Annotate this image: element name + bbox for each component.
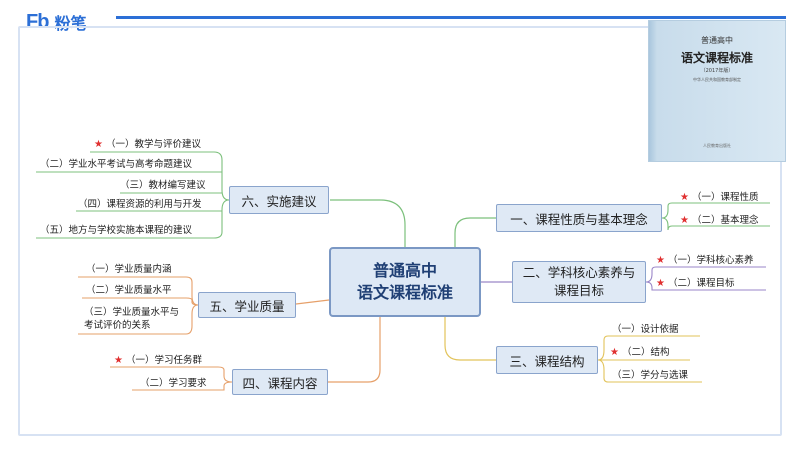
cover-title: 语文课程标准 xyxy=(680,51,753,65)
leaf-b1-1[interactable]: ★ （一）课程性质 xyxy=(680,192,759,204)
branch-node-5[interactable]: 五、学业质量 xyxy=(198,292,296,318)
connector-b1-leaves xyxy=(661,202,770,231)
leaf-b6-3[interactable]: （三）教材编写建议 xyxy=(120,180,206,192)
branch-4-label: 四、课程内容 xyxy=(242,375,318,391)
leaf-b2-1[interactable]: ★ （一）学科核心素养 xyxy=(656,255,754,267)
connector-center-b4 xyxy=(328,317,381,383)
leaf-b4-2[interactable]: （二）学习要求 xyxy=(140,378,207,390)
cover-edition: （2017年版） xyxy=(700,68,734,74)
branch-5-label: 五、学业质量 xyxy=(209,298,285,314)
connector-center-b6 xyxy=(330,199,406,247)
leaf-label: （一）教学与评价建议 xyxy=(106,139,202,150)
leaf-label: （二）学业水平考试与高考命题建议 xyxy=(40,159,193,170)
star-icon: ★ xyxy=(680,192,689,203)
leaf-label: （二）结构 xyxy=(622,347,670,358)
star-icon: ★ xyxy=(114,355,123,366)
leaf-label: （四）课程资源的利用与开发 xyxy=(78,199,202,210)
branch-node-3[interactable]: 三、课程结构 xyxy=(496,346,598,374)
cover-publisher: 人民教育出版社 xyxy=(703,143,731,148)
leaf-label: （一）学科核心素养 xyxy=(668,255,754,266)
root-line-2: 语文课程标准 xyxy=(356,283,453,302)
branch-node-2[interactable]: 二、学科核心素养与课程目标 xyxy=(512,261,646,303)
branch-6-label: 六、实施建议 xyxy=(241,193,317,209)
leaf-b3-3[interactable]: （三）学分与选课 xyxy=(612,370,688,382)
connector-b4-leaves xyxy=(110,366,233,391)
book-cover-image: 普通高中 语文课程标准 （2017年版） 中华人民共和国教育部制定 人民教育出版… xyxy=(648,20,786,162)
leaf-label: （二）课程目标 xyxy=(668,278,735,289)
branch-2-label: 二、学科核心素养与课程目标 xyxy=(522,265,636,298)
leaf-label: （三）教材编写建议 xyxy=(120,180,206,191)
leaf-b6-4[interactable]: （四）课程资源的利用与开发 xyxy=(78,199,202,211)
leaf-b5-3[interactable]: （三）学业质量水平与考试评价的关系 xyxy=(84,306,188,332)
leaf-label: （三）学业质量水平与考试评价的关系 xyxy=(84,307,180,331)
leaf-b4-1[interactable]: ★ （一）学习任务群 xyxy=(114,355,202,367)
cover-issuer: 中华人民共和国教育部制定 xyxy=(693,77,741,82)
leaf-b6-5[interactable]: （五）地方与学校实施本课程的建议 xyxy=(40,225,192,237)
leaf-label: （一）课程性质 xyxy=(692,192,759,203)
leaf-label: （五）地方与学校实施本课程的建议 xyxy=(40,225,193,236)
leaf-b5-1[interactable]: （一）学业质量内涵 xyxy=(86,264,172,276)
leaf-label: （一）学习任务群 xyxy=(126,355,203,366)
content-frame xyxy=(18,26,782,436)
connector-b6-leaves xyxy=(36,151,230,239)
branch-node-6[interactable]: 六、实施建议 xyxy=(229,186,329,214)
connector-b5-leaves xyxy=(78,276,199,335)
mindmap-root-node[interactable]: 普通高中 语文课程标准 xyxy=(329,247,481,317)
brand-name: 粉笔 xyxy=(54,14,87,33)
connector-b2-leaves xyxy=(645,266,766,291)
star-icon: ★ xyxy=(656,255,665,266)
leaf-b1-2[interactable]: ★ （二）基本理念 xyxy=(680,215,759,227)
star-icon: ★ xyxy=(656,278,665,289)
root-line-1: 普通高中 xyxy=(372,261,437,280)
header-rule xyxy=(116,16,786,19)
connector-center-b5 xyxy=(295,299,330,305)
leaf-label: （一）设计依据 xyxy=(612,324,679,335)
connector-center-b3 xyxy=(444,317,496,361)
branch-1-label: 一、课程性质与基本理念 xyxy=(510,211,648,227)
leaf-label: （二）学习要求 xyxy=(140,378,207,389)
star-icon: ★ xyxy=(94,139,103,150)
leaf-label: （一）学业质量内涵 xyxy=(86,264,172,275)
star-icon: ★ xyxy=(680,215,689,226)
connector-center-b1 xyxy=(454,217,496,247)
leaf-b3-1[interactable]: （一）设计依据 xyxy=(612,324,679,336)
leaf-label: （二）学业质量水平 xyxy=(86,285,172,296)
leaf-b2-2[interactable]: ★ （二）课程目标 xyxy=(656,278,735,290)
leaf-b6-2[interactable]: （二）学业水平考试与高考命题建议 xyxy=(40,159,192,171)
leaf-label: （三）学分与选课 xyxy=(612,370,689,381)
leaf-b3-2[interactable]: ★ （二）结构 xyxy=(610,347,670,359)
branch-3-label: 三、课程结构 xyxy=(509,353,585,369)
star-icon: ★ xyxy=(610,347,619,358)
connector-b3-leaves xyxy=(597,335,702,383)
branch-node-1[interactable]: 一、课程性质与基本理念 xyxy=(496,204,662,232)
branch-node-4[interactable]: 四、课程内容 xyxy=(232,369,328,395)
cover-subtitle: 普通高中 xyxy=(701,36,733,45)
leaf-b6-1[interactable]: ★ （一）教学与评价建议 xyxy=(94,139,201,151)
leaf-label: （二）基本理念 xyxy=(692,215,759,226)
leaf-b5-2[interactable]: （二）学业质量水平 xyxy=(86,285,172,297)
